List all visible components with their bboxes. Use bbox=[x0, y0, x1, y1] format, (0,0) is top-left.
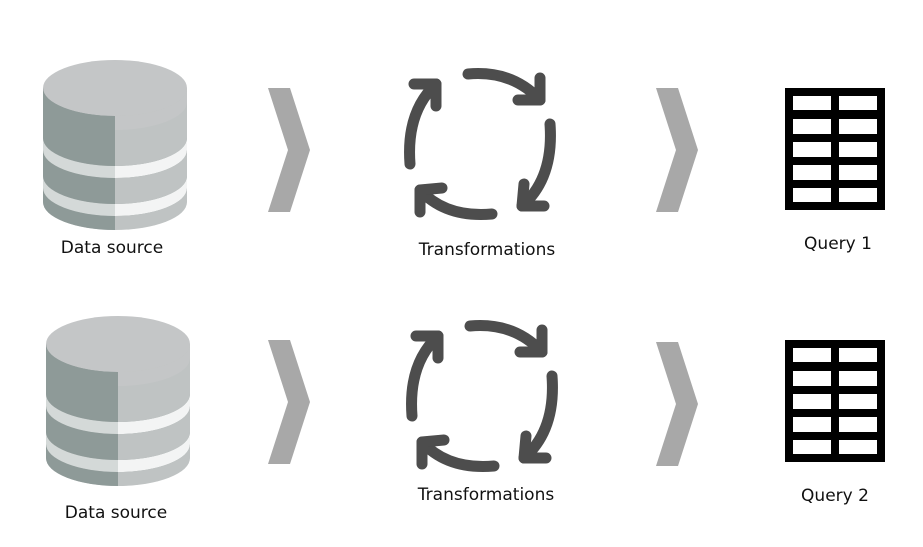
chevron-right-icon bbox=[656, 88, 700, 212]
chevron-right-icon bbox=[656, 342, 700, 466]
refresh-cycle-icon bbox=[400, 66, 560, 222]
database-icon bbox=[46, 316, 190, 486]
pipeline-row-1: Data source Transformations bbox=[0, 0, 923, 260]
table-grid-icon bbox=[785, 88, 885, 210]
query-label: Query 2 bbox=[801, 486, 869, 506]
database-icon bbox=[43, 60, 187, 230]
table-grid-icon bbox=[785, 340, 885, 462]
transformations-label: Transformations bbox=[418, 240, 556, 260]
chevron-right-icon bbox=[268, 88, 312, 212]
chevron-right-icon bbox=[268, 340, 312, 464]
query-label: Query 1 bbox=[804, 234, 872, 254]
data-source-label: Data source bbox=[60, 238, 164, 258]
refresh-cycle-icon bbox=[402, 318, 562, 474]
data-source-label: Data source bbox=[64, 503, 168, 523]
pipeline-row-2: Data source Transformations bbox=[0, 0, 923, 523]
transformations-label: Transformations bbox=[417, 485, 555, 505]
